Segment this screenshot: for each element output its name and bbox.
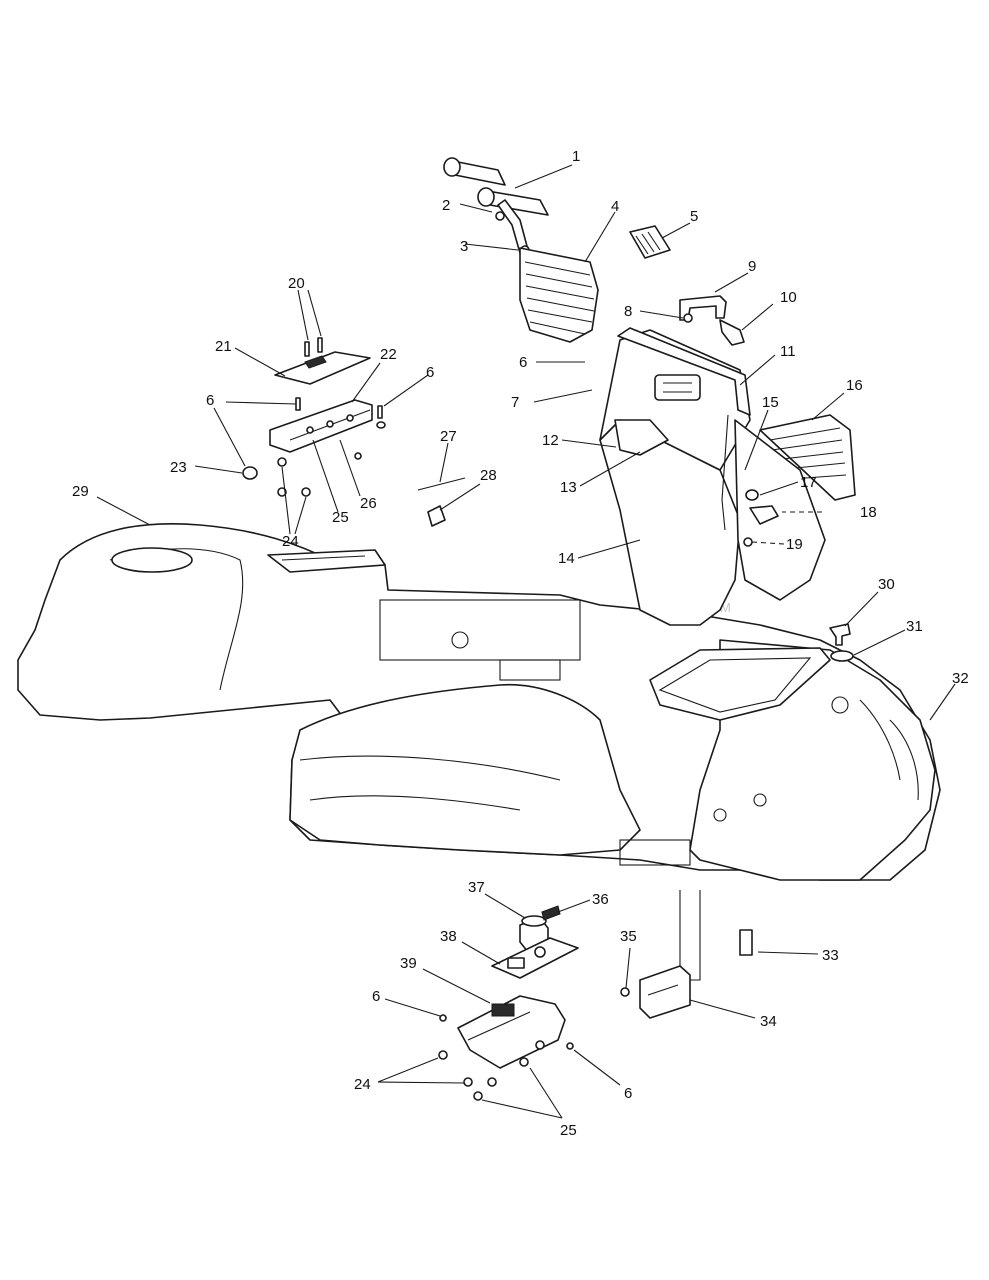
callout-38: 38 [440, 928, 457, 945]
callout-19: 19 [786, 536, 803, 553]
callout-6-lower-left: 6 [372, 988, 380, 1005]
callout-32: 32 [952, 670, 969, 687]
callout-24-upper: 24 [282, 533, 299, 550]
callout-3: 3 [460, 238, 468, 255]
callout-24-lower: 24 [354, 1076, 371, 1093]
front-hardware [620, 623, 854, 1019]
callout-37: 37 [468, 879, 485, 896]
callout-17: 17 [800, 474, 817, 491]
callout-39: 39 [400, 955, 417, 972]
callout-13: 13 [560, 479, 577, 496]
callout-15: 15 [762, 394, 779, 411]
callout-11: 11 [780, 343, 796, 360]
body-fender-assembly [17, 522, 941, 881]
callout-8: 8 [624, 303, 632, 320]
callout-25-upper: 25 [332, 509, 349, 526]
callout-6-left-right: 6 [426, 364, 434, 381]
callout-6-lower-right: 6 [624, 1085, 632, 1102]
callout-35: 35 [620, 928, 637, 945]
callout-12: 12 [542, 432, 559, 449]
callout-23: 23 [170, 459, 187, 476]
ignition-bracket-assembly [438, 905, 579, 1101]
callout-6-left: 6 [206, 392, 214, 409]
callout-2: 2 [442, 197, 450, 214]
callout-25-lower: 25 [560, 1122, 577, 1139]
callout-33: 33 [822, 947, 839, 964]
callout-labels: 1 2 3 4 5 9 8 10 6 11 7 16 15 12 13 17 1… [72, 148, 969, 1139]
callout-14: 14 [558, 550, 575, 567]
callout-16: 16 [846, 377, 863, 394]
callout-6-upper-right: 6 [519, 354, 527, 371]
callout-22: 22 [380, 346, 397, 363]
callout-20: 20 [288, 275, 305, 292]
shift-lever-assembly [443, 157, 599, 343]
callout-21: 21 [215, 338, 232, 355]
callout-1: 1 [572, 148, 580, 165]
callout-9: 9 [748, 258, 756, 275]
callout-34: 34 [760, 1013, 777, 1030]
callout-4: 4 [611, 198, 619, 215]
callout-27: 27 [440, 428, 457, 445]
callout-5: 5 [690, 208, 698, 225]
callout-18: 18 [860, 504, 877, 521]
callout-10: 10 [780, 289, 797, 306]
dash-tower-assembly [599, 327, 856, 626]
callout-31: 31 [906, 618, 923, 635]
leader-lines [96, 164, 956, 1119]
callout-36: 36 [592, 891, 609, 908]
callout-29: 29 [72, 483, 89, 500]
callout-26: 26 [360, 495, 377, 512]
knob-bracket-assembly [629, 225, 745, 346]
callout-28: 28 [480, 467, 497, 484]
callout-7: 7 [511, 394, 519, 411]
left-bracket-assembly [242, 337, 466, 527]
callout-30: 30 [878, 576, 895, 593]
